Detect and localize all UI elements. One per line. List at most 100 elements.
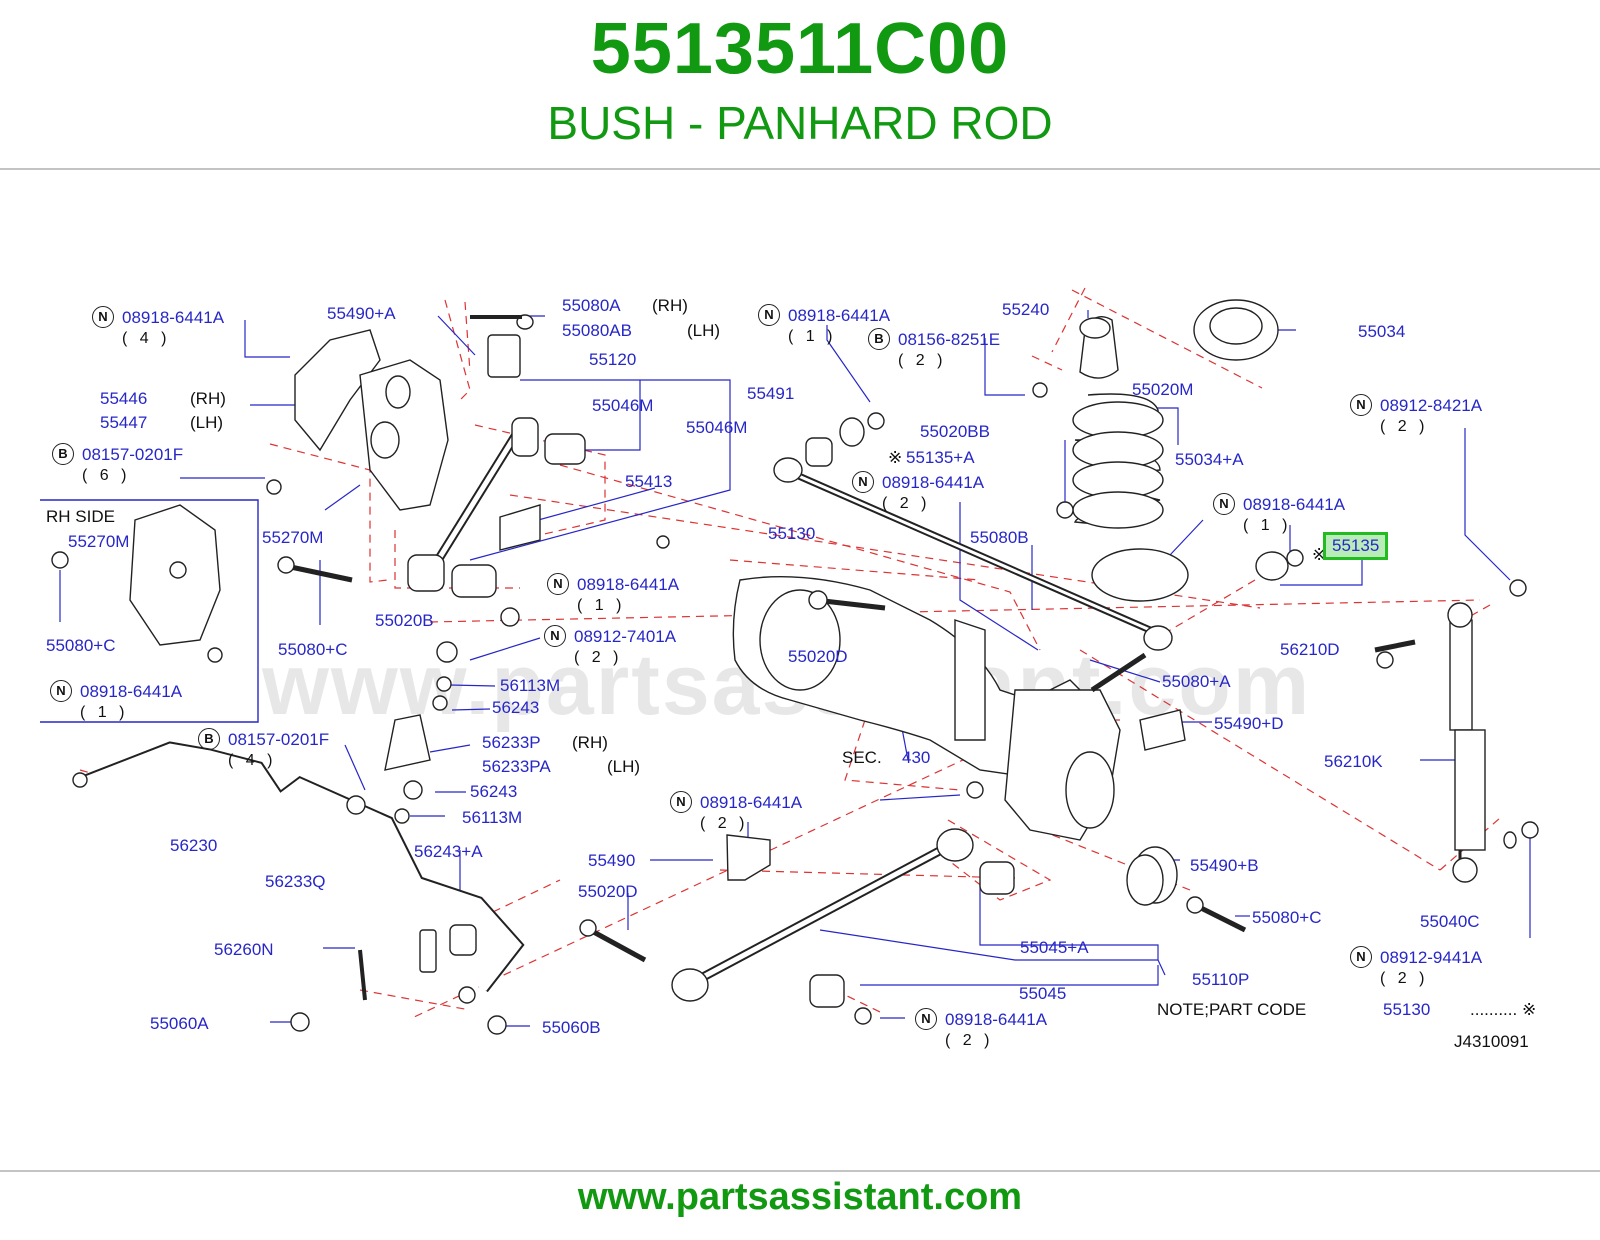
quantity-label: ( 2 ) bbox=[700, 815, 749, 832]
part-label-56233pa[interactable]: 56233PA bbox=[482, 757, 551, 776]
side-designator: (LH) bbox=[607, 757, 641, 776]
part-label-55034-a[interactable]: 55034+A bbox=[1175, 450, 1244, 469]
part-label-55447[interactable]: 55447 bbox=[100, 413, 148, 432]
quantity-label: ( 2 ) bbox=[882, 495, 931, 512]
symbol-n-icon: N bbox=[1350, 946, 1372, 968]
reference-mark: ※ bbox=[1312, 545, 1327, 564]
side-designator: (LH) bbox=[687, 321, 721, 340]
part-label-08912-9441a[interactable]: 08912-9441A bbox=[1380, 948, 1483, 967]
part-label-55045[interactable]: 55045 bbox=[1019, 984, 1067, 1003]
part-label-55491[interactable]: 55491 bbox=[747, 384, 795, 403]
part-label-55020m[interactable]: 55020M bbox=[1132, 380, 1194, 399]
symbol-n-icon: N bbox=[1350, 394, 1372, 416]
part-label-55020d[interactable]: 55020D bbox=[578, 882, 638, 901]
part-label-55080ab[interactable]: 55080AB bbox=[562, 321, 632, 340]
part-label-55020d[interactable]: 55020D bbox=[788, 647, 848, 666]
part-label-08918-6441a[interactable]: 08918-6441A bbox=[122, 308, 225, 327]
sec-prefix: SEC. bbox=[842, 748, 882, 767]
part-label-55413[interactable]: 55413 bbox=[625, 472, 673, 491]
part-label-55020bb[interactable]: 55020BB bbox=[920, 422, 990, 441]
part-label-55110p[interactable]: 55110P bbox=[1192, 970, 1250, 989]
quantity-label: ( 4 ) bbox=[122, 330, 171, 347]
part-label-08918-6441a[interactable]: 08918-6441A bbox=[80, 682, 183, 701]
part-label-55060a[interactable]: 55060A bbox=[150, 1014, 209, 1033]
symbol-n-icon: N bbox=[1213, 493, 1235, 515]
reference-mark: ※ bbox=[888, 448, 903, 467]
part-label-55034[interactable]: 55034 bbox=[1358, 322, 1406, 341]
quantity-label: ( 1 ) bbox=[1243, 517, 1292, 534]
part-label-08912-7401a[interactable]: 08912-7401A bbox=[574, 627, 677, 646]
part-label-08912-8421a[interactable]: 08912-8421A bbox=[1380, 396, 1483, 415]
part-label-55046m[interactable]: 55046M bbox=[686, 418, 748, 437]
part-label-08918-6441a[interactable]: 08918-6441A bbox=[577, 575, 680, 594]
part-label-56210d[interactable]: 56210D bbox=[1280, 640, 1340, 659]
part-label-55020b[interactable]: 55020B bbox=[375, 611, 434, 630]
part-label-56260n[interactable]: 56260N bbox=[214, 940, 274, 959]
symbol-b-icon: B bbox=[198, 728, 220, 750]
quantity-label: ( 1 ) bbox=[788, 328, 837, 345]
part-label-08918-6441a[interactable]: 08918-6441A bbox=[788, 306, 891, 325]
part-label-55446[interactable]: 55446 bbox=[100, 389, 148, 408]
part-label-08918-6441a[interactable]: 08918-6441A bbox=[1243, 495, 1346, 514]
quantity-label: ( 1 ) bbox=[577, 597, 626, 614]
part-label-56210k[interactable]: 56210K bbox=[1324, 752, 1383, 771]
header-divider bbox=[0, 168, 1600, 170]
rh-side-inset-box bbox=[40, 499, 259, 723]
footer-url[interactable]: www.partsassistant.com bbox=[577, 1176, 1023, 1218]
note-suffix: .......... ※ bbox=[1470, 1000, 1537, 1019]
part-label-55040c[interactable]: 55040C bbox=[1420, 912, 1480, 931]
symbol-n-icon: N bbox=[670, 791, 692, 813]
rh-side-title: RH SIDE bbox=[46, 507, 115, 526]
part-label-55060b[interactable]: 55060B bbox=[542, 1018, 601, 1037]
part-label-56243-a[interactable]: 56243+A bbox=[414, 842, 483, 861]
part-label-08918-6441a[interactable]: 08918-6441A bbox=[945, 1010, 1048, 1029]
part-label-55490[interactable]: 55490 bbox=[588, 851, 636, 870]
symbol-n-icon: N bbox=[547, 573, 569, 595]
part-label-55270m[interactable]: 55270M bbox=[68, 532, 130, 551]
part-label-55130[interactable]: 55130 bbox=[768, 524, 816, 543]
highlighted-part-55135[interactable]: 55135 bbox=[1323, 532, 1389, 560]
drawing-code: J4310091 bbox=[1454, 1032, 1529, 1051]
part-label-55135-a[interactable]: 55135+A bbox=[906, 448, 975, 467]
symbol-n-icon: N bbox=[50, 680, 72, 702]
part-label-56243[interactable]: 56243 bbox=[470, 782, 518, 801]
part-label-55270m[interactable]: 55270M bbox=[262, 528, 324, 547]
part-label-56113m[interactable]: 56113M bbox=[462, 808, 523, 827]
part-number: 5513511C00 bbox=[590, 9, 1010, 89]
part-label-55080-a[interactable]: 55080+A bbox=[1162, 672, 1231, 691]
symbol-b-icon: B bbox=[868, 328, 890, 350]
part-label-08918-6441a[interactable]: 08918-6441A bbox=[882, 473, 985, 492]
part-label-55080b[interactable]: 55080B bbox=[970, 528, 1029, 547]
part-label-55080a[interactable]: 55080A bbox=[562, 296, 621, 315]
part-label-08157-0201f[interactable]: 08157-0201F bbox=[82, 445, 184, 464]
part-label-56243[interactable]: 56243 bbox=[492, 698, 540, 717]
symbol-n-icon: N bbox=[758, 304, 780, 326]
note-prefix: NOTE;PART CODE bbox=[1157, 1000, 1307, 1019]
side-designator: (LH) bbox=[190, 413, 224, 432]
symbol-n-icon: N bbox=[544, 625, 566, 647]
part-label-55046m[interactable]: 55046M bbox=[592, 396, 654, 415]
part-label-55045-a[interactable]: 55045+A bbox=[1020, 938, 1089, 957]
part-label-55240[interactable]: 55240 bbox=[1002, 300, 1050, 319]
symbol-n-icon: N bbox=[852, 471, 874, 493]
quantity-label: ( 1 ) bbox=[80, 704, 129, 721]
sec-number-link[interactable]: 430 bbox=[902, 748, 931, 767]
part-label-55490-b[interactable]: 55490+B bbox=[1190, 856, 1259, 875]
part-label-56233p[interactable]: 56233P bbox=[482, 733, 541, 752]
part-label-55080-c[interactable]: 55080+C bbox=[278, 640, 348, 659]
part-name: BUSH - PANHARD ROD bbox=[547, 97, 1053, 149]
part-label-55490-a[interactable]: 55490+A bbox=[327, 304, 396, 323]
part-label-55080-c[interactable]: 55080+C bbox=[1252, 908, 1322, 927]
part-label-56233q[interactable]: 56233Q bbox=[265, 872, 326, 891]
part-label-08918-6441a[interactable]: 08918-6441A bbox=[700, 793, 803, 812]
note-part-link[interactable]: 55130 bbox=[1383, 1000, 1431, 1019]
part-label-56113m[interactable]: 56113M bbox=[500, 676, 561, 695]
part-label-55490-d[interactable]: 55490+D bbox=[1214, 714, 1284, 733]
footer-divider bbox=[0, 1170, 1600, 1172]
part-label-08157-0201f[interactable]: 08157-0201F bbox=[228, 730, 330, 749]
part-label-55120[interactable]: 55120 bbox=[589, 350, 637, 369]
part-label-56230[interactable]: 56230 bbox=[170, 836, 218, 855]
part-label-55080-c[interactable]: 55080+C bbox=[46, 636, 116, 655]
part-label-08156-8251e[interactable]: 08156-8251E bbox=[898, 330, 1001, 349]
